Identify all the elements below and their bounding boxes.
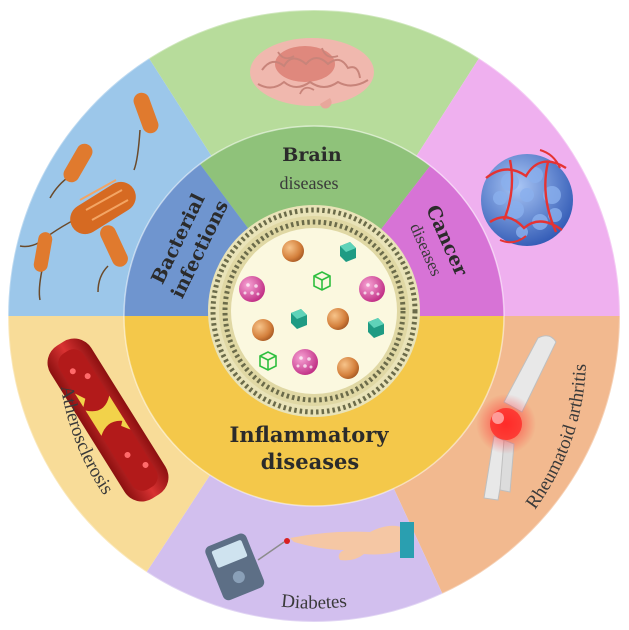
brain-diseases-label: Brain diseases xyxy=(280,144,342,193)
brain-label-line1: Brain xyxy=(282,144,342,166)
inflammatory-label-line2: diseases xyxy=(261,449,359,474)
blood-vessel-icon xyxy=(47,338,169,502)
brain-label-line2: diseases xyxy=(280,173,339,193)
bacteria-icon xyxy=(19,92,159,301)
diabetes-label: Diabetes xyxy=(280,591,347,614)
nanoparticle-icon xyxy=(208,205,420,417)
cancer-diseases-label: Cancer diseases xyxy=(406,202,472,280)
tumor-icon xyxy=(481,149,573,246)
brain-icon xyxy=(250,38,374,109)
inflammatory-label-line1: Inflammatory xyxy=(230,422,390,447)
glucometer-icon xyxy=(205,522,414,601)
inflammatory-diseases-label: Inflammatory diseases xyxy=(230,422,390,474)
knee-joint-icon xyxy=(476,335,557,501)
